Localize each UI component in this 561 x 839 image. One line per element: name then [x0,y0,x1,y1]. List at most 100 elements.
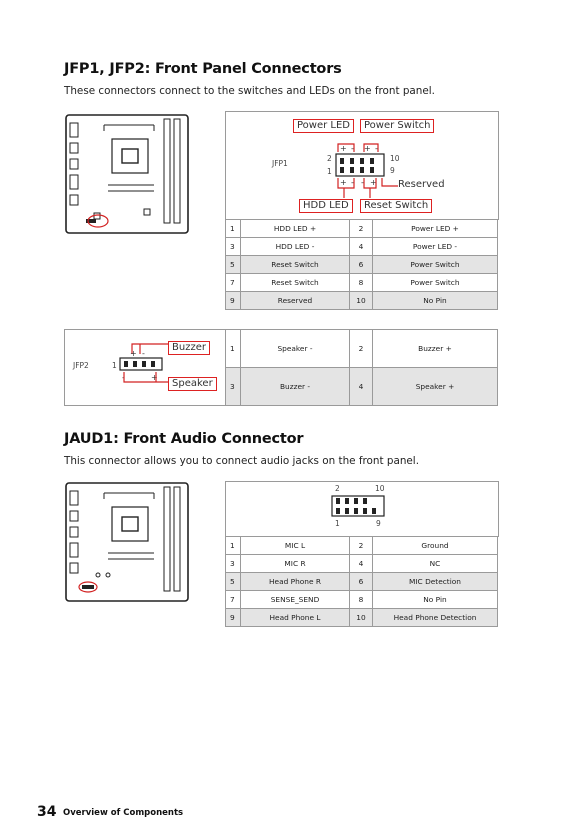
jaud-pin9-label: 9 [376,519,381,528]
jfp1-pin2-label: 2 [327,154,332,163]
jfp-description: These connectors connect to the switches… [64,85,435,97]
table-cell: 2 [349,536,373,555]
svg-text:+: + [151,373,158,382]
table-cell: NC [372,554,498,573]
reset-switch-label: Reset Switch [360,199,433,213]
svg-text:+: + [340,178,347,187]
table-cell: Reset Switch [240,255,350,274]
svg-text:-: - [351,178,354,187]
jfp1-pin10-label: 10 [390,154,400,163]
hdd-led-label: HDD LED [299,199,353,213]
table-cell: HDD LED + [240,219,350,238]
table-cell: 6 [349,255,373,274]
table-cell: 8 [349,273,373,292]
jfp1-pin9-label: 9 [390,166,395,175]
table-cell: 4 [349,367,373,406]
table-cell: 9 [225,291,241,310]
table-cell: Speaker + [372,367,498,406]
table-cell: HDD LED - [240,237,350,256]
table-cell: 7 [225,590,241,609]
jaud-location-marker [78,581,98,593]
svg-text:+: + [370,178,377,187]
table-cell: Ground [372,536,498,555]
table-cell: 5 [225,572,241,591]
speaker-label: Speaker [168,377,217,391]
table-cell: Head Phone R [240,572,350,591]
table-cell: MIC R [240,554,350,573]
table-cell: 10 [349,291,373,310]
power-led-label: Power LED [293,119,355,133]
jfp-location-marker [87,214,109,228]
jfp2-pin1-label: 1 [112,361,117,370]
jaud-pin10-label: 10 [375,484,385,493]
jaud-title: JAUD1: Front Audio Connector [64,431,304,447]
svg-text:+: + [130,349,137,358]
table-cell: 7 [225,273,241,292]
table-cell: MIC Detection [372,572,498,591]
table-cell: Buzzer + [372,329,498,368]
page-number: 34 [37,804,57,820]
table-cell: Buzzer - [240,367,350,406]
table-cell: Power LED + [372,219,498,238]
table-cell: 3 [225,554,241,573]
table-cell: Power LED - [372,237,498,256]
svg-text:+: + [340,144,347,153]
table-cell: 10 [349,608,373,627]
jaud-pin2-label: 2 [335,484,340,493]
motherboard-illustration-jaud [65,482,189,602]
table-cell: 9 [225,608,241,627]
svg-text:-: - [375,144,378,153]
table-cell: Head Phone L [240,608,350,627]
table-cell: Reserved [240,291,350,310]
svg-text:+: + [364,144,371,153]
table-cell: 6 [349,572,373,591]
jaud-diagram [225,481,499,537]
jfp-title: JFP1, JFP2: Front Panel Connectors [64,61,342,77]
table-cell: 1 [225,536,241,555]
table-cell: No Pin [372,291,498,310]
jfp1-header-pins: +- +- +- -+ [335,143,398,198]
jfp2-header-pins: +- -+ [119,343,168,383]
svg-text:-: - [142,349,145,358]
table-cell: MIC L [240,536,350,555]
table-cell: Speaker - [240,329,350,368]
reserved-label: Reserved [398,179,445,190]
jfp1-diagram [225,111,499,220]
table-cell: 4 [349,237,373,256]
table-cell: 1 [225,329,241,368]
table-cell: 1 [225,219,241,238]
jfp2-diagram [64,329,226,406]
footer-section-title: Overview of Components [63,808,184,818]
power-switch-label: Power Switch [360,119,435,133]
table-cell: 8 [349,590,373,609]
table-cell: No Pin [372,590,498,609]
table-cell: 4 [349,554,373,573]
svg-text:-: - [351,144,354,153]
table-cell: 3 [225,237,241,256]
table-cell: Power Switch [372,273,498,292]
jfp1-label: JFP1 [272,159,288,168]
table-cell: 5 [225,255,241,274]
jfp1-pin1-label: 1 [327,167,332,176]
table-cell: Power Switch [372,255,498,274]
motherboard-illustration-jfp [65,114,189,234]
table-cell: Head Phone Detection [372,608,498,627]
svg-text:-: - [361,178,364,187]
table-cell: 3 [225,367,241,406]
table-cell: Reset Switch [240,273,350,292]
